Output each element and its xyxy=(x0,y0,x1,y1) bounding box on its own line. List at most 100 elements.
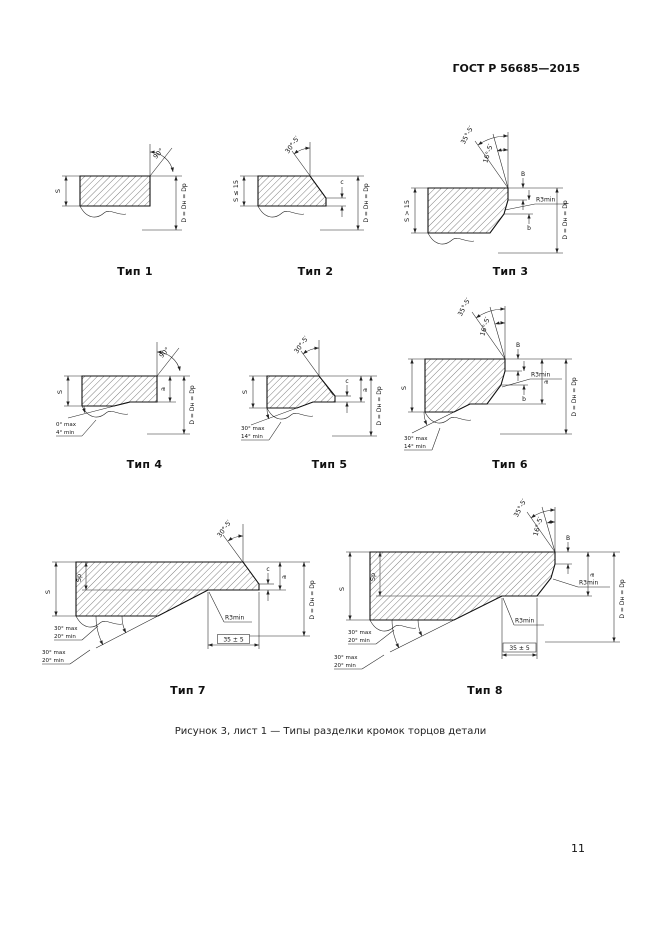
bore-angle-max-label: 0° max xyxy=(56,422,77,428)
break-line xyxy=(427,232,475,245)
break-line xyxy=(369,619,417,632)
taper-angle1-min-label: 20° min xyxy=(348,638,370,644)
radius-top-label: R3min xyxy=(579,580,598,587)
bore-angle-min-label: 14° min xyxy=(404,444,426,450)
break-line xyxy=(424,411,472,424)
length-dim-frame xyxy=(502,642,537,653)
figure-title: Тип 2 xyxy=(297,265,334,278)
face-height-label: B xyxy=(521,171,525,178)
bore-angle-min-label: 14° min xyxy=(241,434,263,440)
wall-thickness-label: S xyxy=(56,390,64,394)
tip8-drawing: 35°-5′ 16°-5′ R3min S Sр B a R3min 35 ± … xyxy=(334,497,626,670)
root-face-label: c xyxy=(345,378,348,385)
diameter-label: D = Dн = Dр xyxy=(562,200,569,239)
tip1-drawing: 90° S D = Dн = Dр xyxy=(54,144,188,231)
tip7-drawing: 30°-5′ S Sр c a R3min 35 ± 5 30° max 20°… xyxy=(42,518,316,665)
length-dim-label: 35 ± 5 xyxy=(223,637,243,644)
page-number: 11 xyxy=(571,842,585,855)
taper-angle1-max-label: 30° max xyxy=(348,630,372,636)
wall-thickness-label: S > 15 xyxy=(403,200,411,222)
reduced-wall-label: Sр xyxy=(75,574,83,582)
bore-angle-max-label: 30° max xyxy=(241,426,265,432)
reduced-wall-label: Sр xyxy=(369,573,377,581)
root-face-label: c xyxy=(266,566,269,573)
wall-thickness-label: S xyxy=(54,189,62,193)
diameter-label: D = Dн = Dр xyxy=(619,579,626,618)
bored-wall-label: a xyxy=(542,380,550,384)
bevel-angle1-label: 35°-5′ xyxy=(456,296,472,317)
dimension-lines xyxy=(240,142,364,231)
bore-angle-max-label: 30° max xyxy=(404,436,428,442)
face-angle-label: 90° xyxy=(158,346,172,360)
dimension-lines xyxy=(62,144,182,231)
pipe-wall-section xyxy=(427,187,509,234)
bevel-angle2-label: 16°-5′ xyxy=(478,315,491,336)
tip3-drawing: 35°-5′ 16°-5′ R3min S > 15 B b D = Dн = … xyxy=(403,124,569,254)
tip6-drawing: 35°-5′ 16°-5′ R3min S B b a 30° max 14° … xyxy=(400,296,578,451)
pipe-wall-section xyxy=(79,175,151,207)
tip2-drawing: 30°-5′ S ≤ 15 c D = Dн = Dр xyxy=(232,134,370,231)
pipe-wall-section xyxy=(424,358,506,413)
break-line xyxy=(266,407,314,420)
dimension-lines xyxy=(411,132,567,254)
length-dim-frame xyxy=(217,634,250,644)
facet-height-label: b xyxy=(522,396,526,403)
dimension-lines xyxy=(56,342,190,437)
bored-wall-label: a xyxy=(280,575,288,579)
wall-thickness-label: S xyxy=(241,390,249,394)
taper-angle2-max-label: 30° max xyxy=(334,655,358,661)
wall-thickness-label: S ≤ 15 xyxy=(232,180,240,202)
radius-label: R3min xyxy=(531,372,550,379)
bevel-angle1-label: 35°-5′ xyxy=(459,124,475,145)
figure-title: Тип 6 xyxy=(492,458,528,471)
diameter-label: D = Dн = Dр xyxy=(571,377,578,416)
figure-tip-7: 30°-5′ S Sр c a R3min 35 ± 5 30° max 20°… xyxy=(38,504,338,697)
break-line xyxy=(75,615,123,628)
bevel-angle1-label: 35°-5′ xyxy=(512,497,528,518)
diameter-label: D = Dн = Dр xyxy=(363,183,370,222)
figure-caption: Рисунок 3, лист 1 — Типы разделки кромок… xyxy=(174,726,487,737)
face-height-label: B xyxy=(516,342,520,349)
figure-tip-8: 35°-5′ 16°-5′ R3min S Sр B a R3min 35 ± … xyxy=(330,497,640,697)
taper-angle1-max-label: 30° max xyxy=(54,626,78,632)
taper-angle2-min-label: 20° min xyxy=(42,658,64,664)
figure-tip-2: 30°-5′ S ≤ 15 c D = Dн = Dр Тип 2 xyxy=(228,128,403,278)
bevel-angle2-label: 16°-5′ xyxy=(481,142,494,163)
pipe-wall-section xyxy=(257,175,327,207)
taper-angle2-min-label: 20° min xyxy=(334,663,356,669)
length-dim-label: 35 ± 5 xyxy=(509,645,529,652)
taper-angle1-min-label: 20° min xyxy=(54,634,76,640)
pipe-wall-section xyxy=(369,551,556,621)
bored-wall-label: a xyxy=(159,387,167,391)
diameter-label: D = Dн = Dр xyxy=(181,183,188,222)
taper-angle2-max-label: 30° max xyxy=(42,650,66,656)
figure-title: Тип 1 xyxy=(117,265,153,278)
wall-thickness-label: S xyxy=(400,386,408,390)
figure-title: Тип 7 xyxy=(170,684,206,697)
document-header: ГОСТ Р 56685—2015 xyxy=(452,62,580,75)
figure-tip-5: 30°-5′ S c a 30° max 14° min D = Dн = Dр… xyxy=(237,326,422,471)
figure-tip-6: 35°-5′ 16°-5′ R3min S B b a 30° max 14° … xyxy=(400,294,620,471)
figure-tip-4: 90° S a 0° max 4° min D = Dн = Dр Тип 4 xyxy=(52,326,237,471)
figure-title: Тип 5 xyxy=(311,458,348,471)
bored-wall-label: a xyxy=(361,388,369,392)
tip4-drawing: 90° S a 0° max 4° min D = Dн = Dр xyxy=(56,342,196,437)
face-angle-label: 90° xyxy=(152,147,166,161)
face-height-label: B xyxy=(566,535,570,542)
wall-thickness-label: S xyxy=(44,590,52,594)
figure-title: Тип 3 xyxy=(492,265,529,278)
figure-title: Тип 4 xyxy=(126,458,163,471)
pipe-wall-section xyxy=(266,375,336,409)
diameter-label: D = Dн = Dр xyxy=(376,386,383,425)
radius-bottom-label: R3min xyxy=(515,618,534,625)
bevel-angle2-label: 16°-5′ xyxy=(532,515,545,536)
pipe-wall-section xyxy=(75,561,260,617)
bored-wall-label: a xyxy=(588,573,596,577)
break-line xyxy=(257,205,305,218)
break-line xyxy=(79,205,127,218)
facet-height-label: b xyxy=(527,225,531,232)
bevel-angle-label: 30°-5′ xyxy=(215,518,233,539)
wall-thickness-label: S xyxy=(338,587,346,591)
root-face-label: c xyxy=(340,179,343,186)
